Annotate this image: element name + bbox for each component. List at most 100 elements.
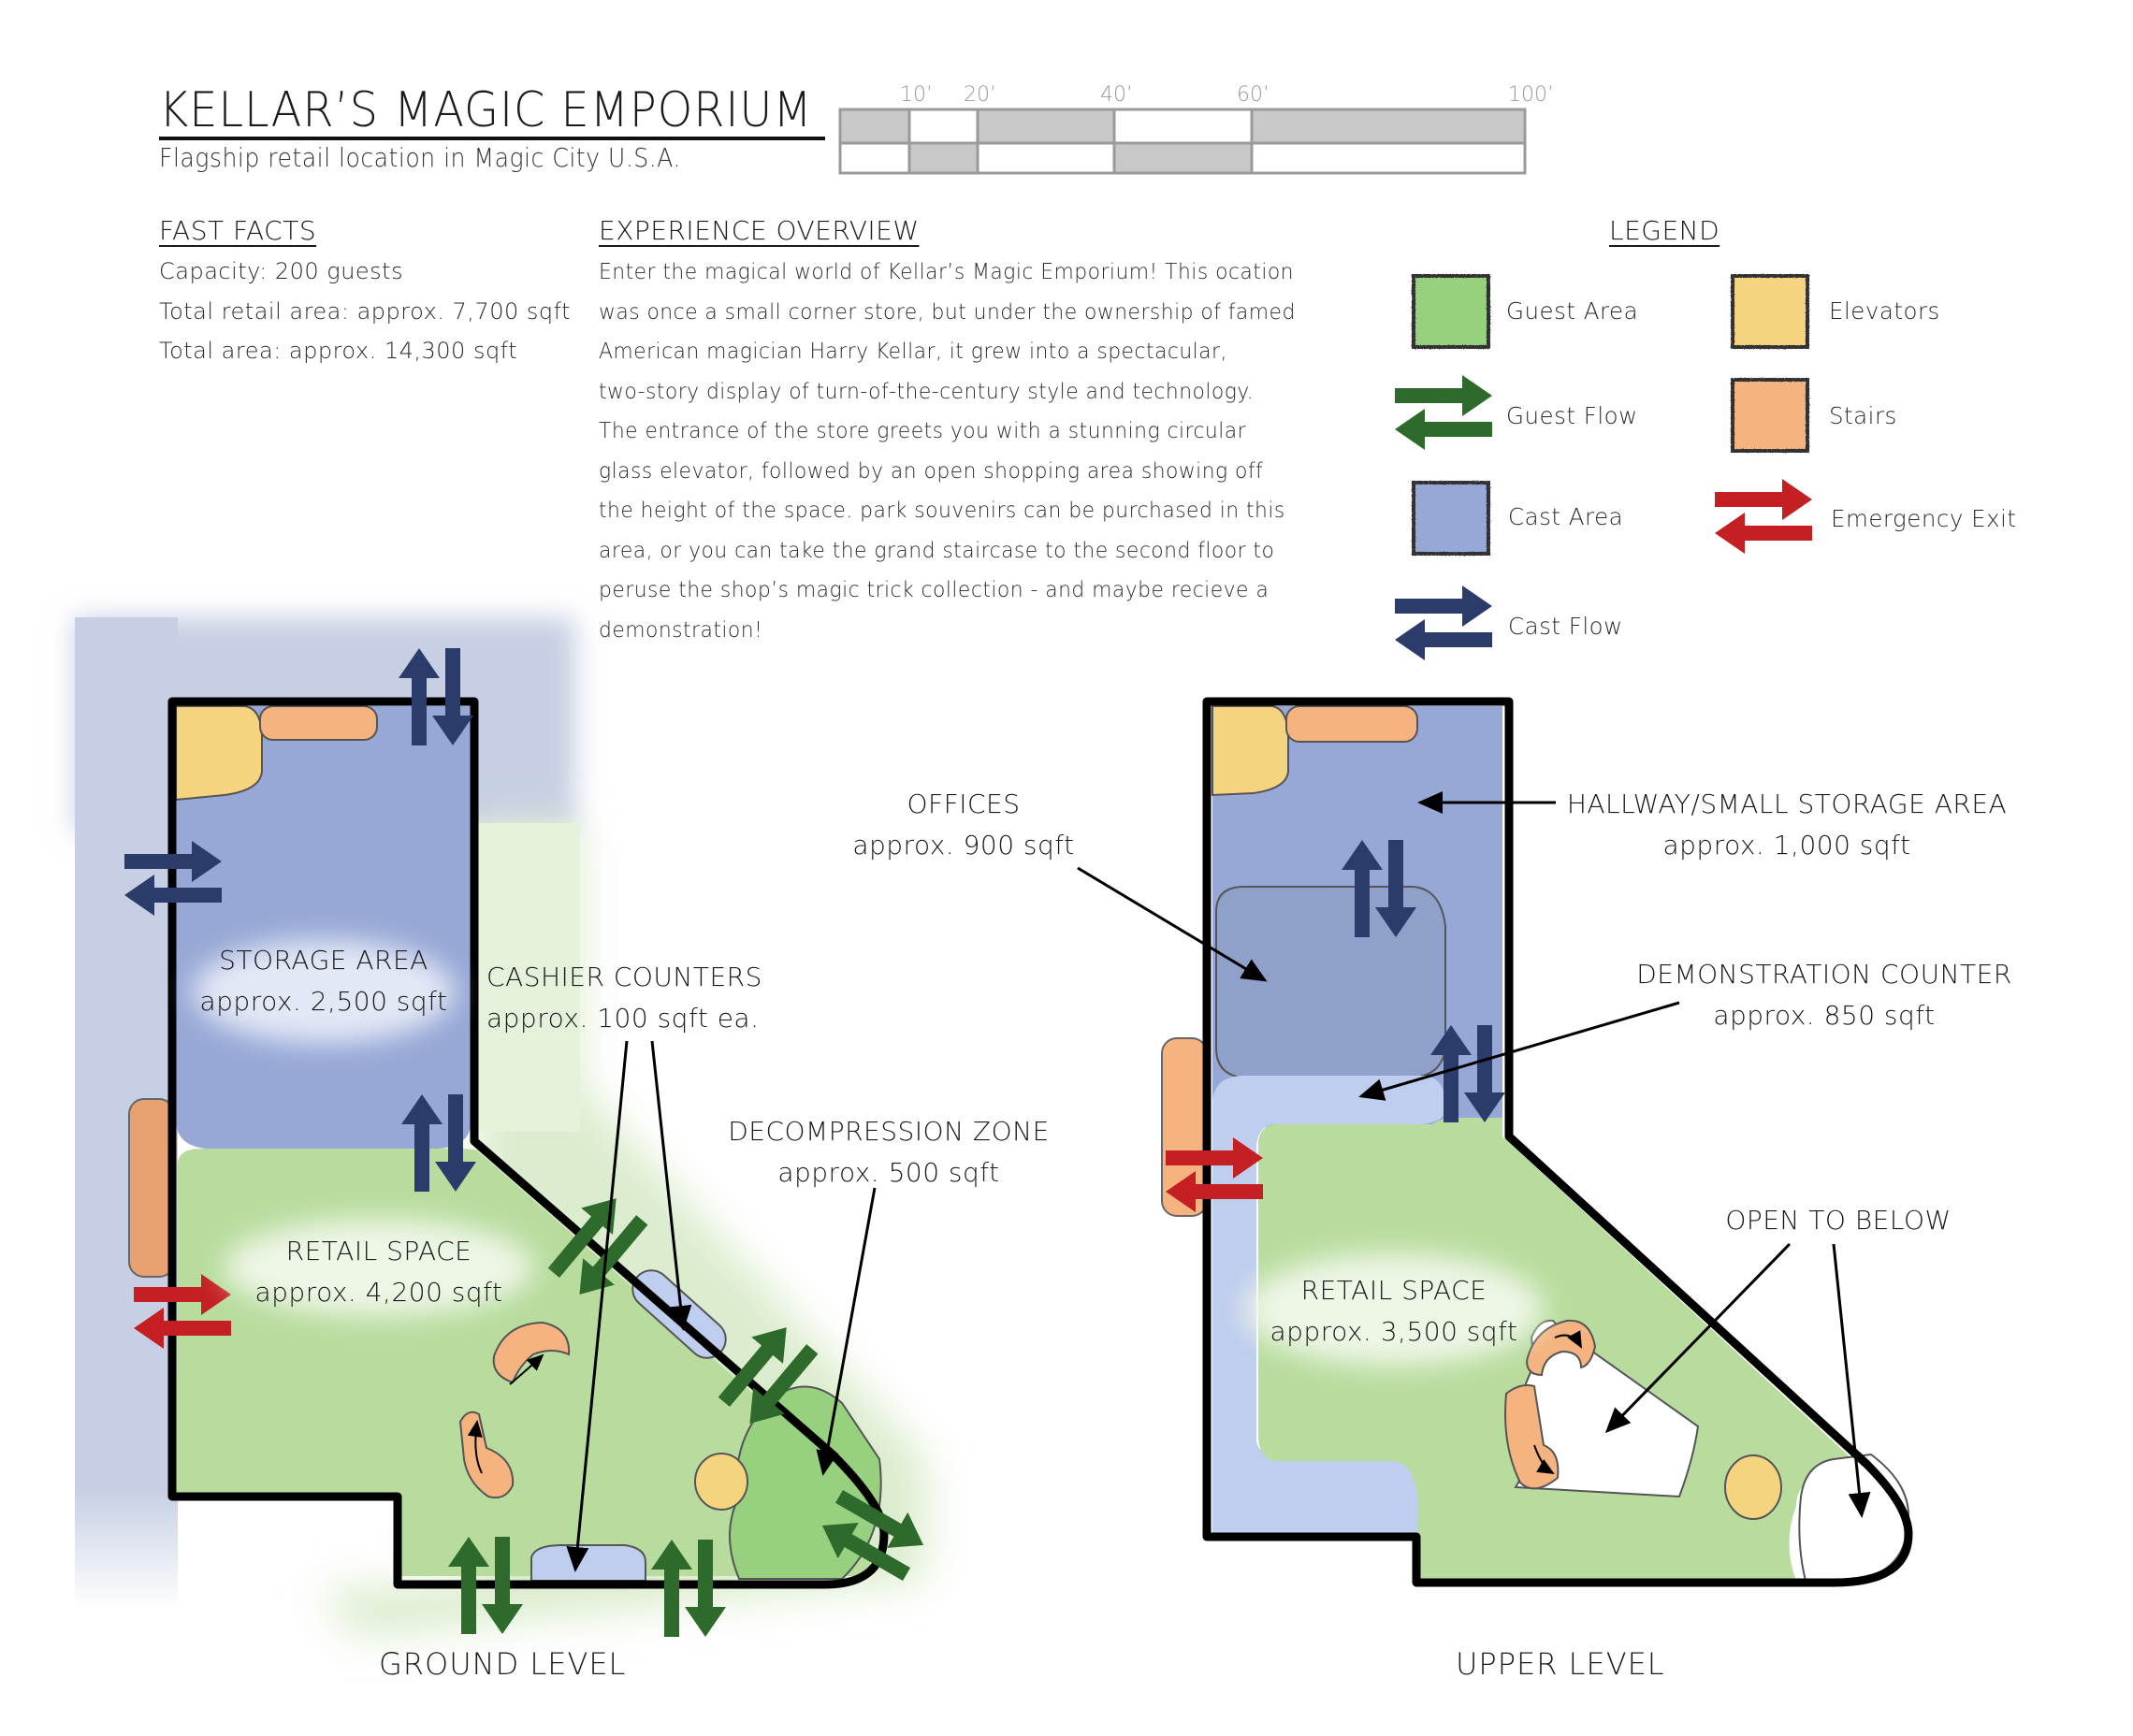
cast-flow-arrow (1342, 840, 1416, 937)
elevator-swatch (1731, 274, 1809, 349)
legend-label: Elevators (1829, 297, 1940, 325)
scale-seg (976, 141, 1116, 175)
area-size: approx. 1,000 sqft (1662, 830, 1911, 861)
stairs (1285, 705, 1418, 743)
overview-line: area, or you can take the grand staircas… (599, 536, 1275, 563)
offices-leader (1077, 866, 1268, 982)
overview-line: Enter the magical world of Kellar’s Magi… (599, 258, 1295, 284)
page-title: KELLAR’S MAGIC EMPORIUM (159, 82, 813, 138)
open-below-leader (1604, 1242, 1792, 1434)
exterior-stairs (128, 1098, 175, 1278)
storage-area (176, 706, 471, 1149)
page-subtitle: Flagship retail location in Magic City U… (159, 142, 681, 173)
area-size: approx. 3,500 sqft (1270, 1316, 1518, 1347)
guest-flow-arrow (537, 1185, 659, 1309)
emergency-exit-arrow (134, 1274, 231, 1349)
scale-seg (907, 141, 979, 175)
scale-seg (907, 108, 979, 145)
stair-direction-icon (1533, 1444, 1555, 1475)
area-name: HALLWAY/SMALL STORAGE AREA (1566, 788, 2008, 819)
scale-tick-label: 40’ (1100, 83, 1133, 107)
cashier-leader (566, 1040, 629, 1572)
hallway-storage-area (1212, 706, 1502, 1127)
decompression-zone-label: DECOMPRESSION ZONE approx. 500 sqft (702, 1111, 1076, 1194)
fast-facts-heading: FAST FACTS (159, 215, 317, 246)
glass-elevator (694, 1453, 748, 1511)
title-underline (159, 137, 825, 140)
stairs-swatch (1731, 378, 1809, 453)
ground-level-label: GROUND LEVEL (379, 1646, 627, 1682)
overview-line: American magician Harry Kellar, it grew … (599, 338, 1227, 364)
upper-retail-label: RETAIL SPACE approx. 3,500 sqft (1249, 1270, 1539, 1353)
glass-elevator (1724, 1454, 1782, 1520)
stair-direction-icon (509, 1353, 544, 1385)
overview-line: two-story display of turn-of-the-century… (599, 377, 1255, 404)
area-size: approx. 4,200 sqft (254, 1277, 503, 1308)
guest-flow-arrow (811, 1478, 935, 1593)
cashier-counters-label: CASHIER COUNTERS approx. 100 sqft ea. (486, 957, 762, 1039)
emergency-exit-icon (1715, 479, 1812, 554)
stairs (259, 705, 378, 741)
legend-label: Emergency Exit (1831, 505, 2017, 532)
staircase (458, 1410, 515, 1499)
cast-flow-arrow (1430, 1025, 1505, 1122)
guest-flow-arrow (651, 1540, 726, 1637)
stair-direction-icon (1554, 1330, 1582, 1349)
fact-line: Total area: approx. 14,300 sqft (159, 338, 518, 364)
cast-flow-arrow (399, 648, 473, 745)
fact-line: Total retail area: approx. 7,700 sqft (159, 297, 572, 325)
area-name: RETAIL SPACE (285, 1236, 472, 1266)
guest-flow-arrow (448, 1537, 523, 1634)
scale-seg (1112, 108, 1254, 145)
exterior-stairs (1161, 1037, 1208, 1217)
elevator (175, 705, 263, 802)
guest-flow-arrow (707, 1314, 829, 1438)
fact-line: Capacity: 200 guests (159, 258, 404, 284)
area-size: approx. 500 sqft (777, 1157, 1000, 1188)
legend-label: Cast Area (1508, 503, 1624, 530)
emergency-exit-arrow (1166, 1137, 1263, 1212)
open-to-below (1514, 1319, 1700, 1498)
area-name: DECOMPRESSION ZONE (728, 1116, 1050, 1147)
overview-heading: EXPERIENCE OVERVIEW (599, 215, 920, 246)
guest-flow-icon (1395, 375, 1492, 450)
area-size: approx. 100 sqft ea. (486, 1003, 760, 1034)
legend-label: Guest Flow (1506, 402, 1638, 429)
cast-area-swatch (1412, 481, 1490, 556)
decompression-leader (816, 1187, 877, 1476)
area-size: approx. 850 sqft (1713, 1000, 1936, 1031)
guest-area-swatch (1412, 274, 1490, 349)
fast-facts-section: FAST FACTS Capacity: 200 guests Total re… (159, 215, 571, 371)
retail-space-label: RETAIL SPACE approx. 4,200 sqft (234, 1231, 524, 1313)
area-name: CASHIER COUNTERS (486, 962, 762, 992)
scale-seg (976, 108, 1116, 145)
offices (1215, 886, 1446, 1078)
scale-tick-label: 60’ (1237, 83, 1270, 107)
overview-line: glass elevator, followed by an open shop… (599, 456, 1264, 484)
open-to-below (1798, 1453, 1910, 1582)
scale-tick-label: 100’ (1508, 83, 1554, 107)
cast-exterior-zone (75, 617, 575, 832)
scale-tick-label: 10’ (900, 83, 933, 107)
legend-label: Cast Flow (1508, 613, 1623, 640)
overview-line: demonstration! (599, 615, 763, 643)
area-name: OPEN TO BELOW (1725, 1205, 1952, 1236)
scale-seg (1250, 108, 1527, 145)
retail-space (176, 1149, 870, 1576)
upper-level-label: UPPER LEVEL (1456, 1646, 1665, 1682)
experience-overview-section: EXPERIENCE OVERVIEW Enter the magical wo… (599, 215, 1348, 649)
area-name: STORAGE AREA (219, 945, 428, 976)
scale-seg (1112, 141, 1254, 175)
area-size: approx. 2,500 sqft (199, 986, 448, 1017)
cashier-counter (530, 1544, 646, 1582)
overview-line: was once a small corner store, but under… (599, 297, 1296, 325)
area-name: OFFICES (907, 788, 1021, 819)
scale-seg (838, 108, 911, 145)
cashier-leader (650, 1040, 692, 1331)
legend-heading: LEGEND (1609, 215, 1720, 246)
offices-label: OFFICES approx. 900 sqft (823, 784, 1104, 866)
demo-counter-label: DEMONSTRATION COUNTER approx. 850 sqft (1618, 954, 2030, 1036)
overview-line: peruse the shop’s magic trick collection… (599, 576, 1270, 602)
area-name: DEMONSTRATION COUNTER (1636, 959, 2012, 990)
overview-line: the height of the space. park souvenirs … (599, 497, 1285, 523)
